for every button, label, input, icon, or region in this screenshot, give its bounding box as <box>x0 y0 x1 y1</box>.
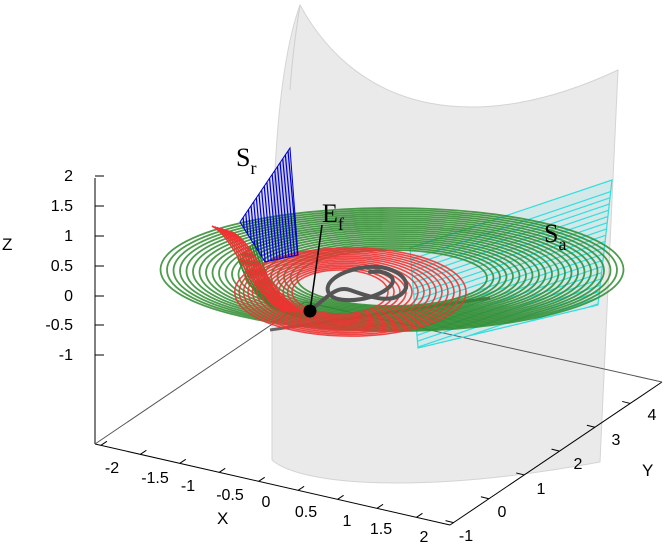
z-axis-label: Z <box>2 235 12 254</box>
red-trajectory-tail <box>219 227 294 313</box>
green-trajectory-loop <box>237 231 547 318</box>
y-tick <box>445 520 454 524</box>
x-tick-label: 1.5 <box>370 521 392 538</box>
z-tick-label: 1 <box>64 228 73 245</box>
equilibrium-label-pointer <box>309 224 323 312</box>
red-trajectory-loop <box>255 255 437 329</box>
critical-surface-ridge <box>289 4 301 91</box>
z-tick-marks <box>95 175 104 356</box>
red-trajectory-tail <box>226 229 302 313</box>
red-trajectory-loop <box>247 252 449 332</box>
attracting-manifold-label: Sa <box>544 219 566 254</box>
red-trajectory-loop <box>233 247 467 337</box>
x-tick-label: 1 <box>343 513 352 530</box>
green-trajectory-loop <box>224 227 560 321</box>
y-tick <box>480 496 489 500</box>
x-tick <box>376 503 384 509</box>
red-trajectory-loop <box>238 248 461 336</box>
y-tick <box>622 400 631 404</box>
z-axis: 2 1.5 1 0.5 0 -0.5 -1 Z <box>2 168 104 444</box>
y-tick-label: 2 <box>574 456 583 473</box>
attracting-sheet-line <box>410 214 612 301</box>
x-tick-label: 2 <box>420 529 429 545</box>
x-tick <box>258 476 265 482</box>
x-tick-label: -2 <box>105 460 119 477</box>
x-tick-label: -1 <box>181 478 195 495</box>
z-tick-label: 1.5 <box>51 198 73 215</box>
green-trajectory-loop <box>211 223 573 323</box>
x-tick <box>218 467 226 473</box>
x-tick-marks <box>100 440 423 518</box>
y-tick-label: 0 <box>498 504 507 521</box>
equilibrium-label: Ef <box>322 199 344 234</box>
green-trajectory-loop <box>289 247 495 309</box>
red-trajectory-tail <box>211 225 287 313</box>
red-trajectory-loop <box>242 250 455 334</box>
periodic-orbit <box>306 264 409 314</box>
red-trajectory-tail <box>216 226 292 313</box>
red-trajectory-loop <box>282 265 401 319</box>
z-tick-label: -0.5 <box>45 317 73 334</box>
red-trajectory-loop <box>291 269 389 315</box>
z-tick-label: 0.5 <box>51 258 73 275</box>
red-trajectory-bundle <box>211 225 467 337</box>
red-trajectory-tail <box>224 228 299 313</box>
repelling-sheet-line <box>286 148 298 262</box>
x-tick <box>100 440 108 446</box>
y-tick-marks <box>445 400 631 524</box>
red-trajectory-tail <box>214 226 289 313</box>
repelling-manifold-label: Sr <box>236 143 256 178</box>
z-tick-label: 0 <box>64 288 73 305</box>
x-tick-label: -1.5 <box>141 470 169 487</box>
x-tick-label: 0.5 <box>295 504 317 521</box>
x-tick <box>140 449 147 455</box>
x-tick <box>416 512 423 518</box>
y-tick <box>586 424 595 428</box>
z-tick-label: -1 <box>59 347 73 364</box>
y-axis-label: Y <box>642 461 653 480</box>
x-axis: -2 -1.5 -1 -0.5 0 0.5 1 1.5 2 X <box>100 440 429 545</box>
x-tick <box>179 458 187 464</box>
y-axis: -1 0 1 2 3 4 Y <box>445 400 657 545</box>
y-tick-label: 1 <box>537 481 546 498</box>
x-tick <box>337 494 344 500</box>
green-trajectory-loop <box>198 219 586 325</box>
x-tick-label: -0.5 <box>216 487 244 504</box>
x-axis-label: X <box>217 509 228 528</box>
repelling-sheet-line <box>283 148 297 262</box>
red-trajectory-loop <box>286 267 395 317</box>
y-tick <box>516 472 525 476</box>
x-tick <box>297 485 305 491</box>
y-tick-label: -1 <box>459 528 473 545</box>
red-trajectory-tail <box>221 228 297 313</box>
red-trajectory-loop <box>264 258 425 325</box>
z-tick-label: 2 <box>64 168 73 185</box>
y-tick-label: 4 <box>648 407 657 424</box>
red-trajectory-loop <box>251 253 443 331</box>
x-tick-label: 0 <box>262 494 271 511</box>
y-tick-label: 3 <box>612 432 621 449</box>
red-trajectory-tail <box>229 230 304 313</box>
repelling-sheet-line <box>280 148 294 262</box>
y-tick <box>551 448 560 452</box>
